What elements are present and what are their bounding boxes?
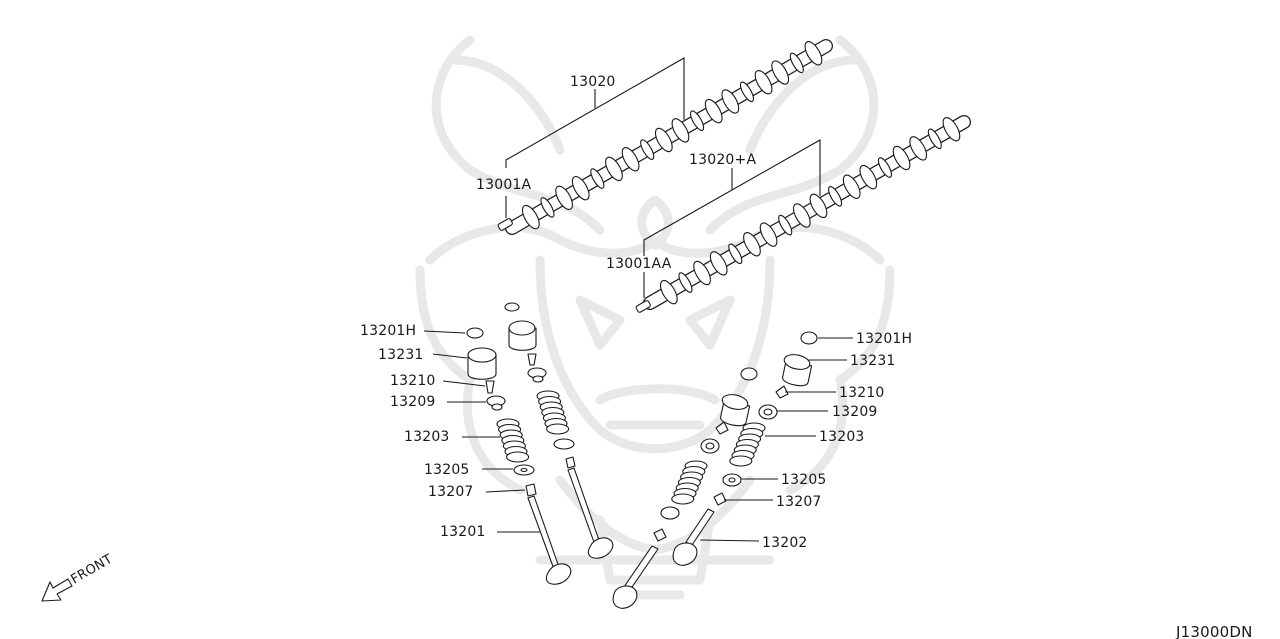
cam-lobe xyxy=(721,89,740,114)
spring-coil xyxy=(506,451,530,463)
front-label: FRONT xyxy=(69,552,116,588)
valve-train-right xyxy=(672,331,853,566)
cam-lobe xyxy=(605,156,623,182)
intake-valve-13201[interactable] xyxy=(527,495,572,585)
watermark-logo xyxy=(415,35,895,600)
cam-lobe xyxy=(909,136,928,161)
dowel-pin-13001AA[interactable] xyxy=(635,300,651,313)
cam-journal xyxy=(778,214,793,236)
valve-train-right-2 xyxy=(612,367,758,609)
label-shim-left: 13201H xyxy=(360,323,416,339)
cam-lobe xyxy=(792,203,811,228)
shim-13201H-right[interactable] xyxy=(800,331,818,345)
spring-13203-right[interactable] xyxy=(729,422,766,467)
diagram-code: J13000DN xyxy=(1175,623,1253,639)
seat-13205-right[interactable] xyxy=(722,473,742,487)
cam-lobe xyxy=(804,41,823,66)
front-indicator: FRONT xyxy=(41,552,116,602)
seal-13207-left[interactable] xyxy=(525,483,537,497)
label-dowel-2: 13001AA xyxy=(606,256,672,272)
cam-journal xyxy=(789,52,804,74)
cam-journal xyxy=(728,243,743,265)
valve-train-left xyxy=(423,327,572,585)
lifter-13231-right[interactable] xyxy=(782,352,813,387)
cam-lobe xyxy=(809,193,828,219)
cam-lobe xyxy=(571,175,590,201)
collet-13210-right[interactable] xyxy=(775,385,789,399)
label-spring-right: 13203 xyxy=(819,429,865,445)
lifter-13231-left[interactable] xyxy=(467,347,497,380)
cam-lobe xyxy=(942,117,961,142)
cam-lobe xyxy=(754,69,773,95)
cam-journal xyxy=(640,139,655,160)
label-valve-intake: 13201 xyxy=(440,524,486,540)
cam-lobe xyxy=(621,147,640,172)
spring-coil xyxy=(671,493,695,505)
retainer-13209-right[interactable] xyxy=(758,404,778,420)
cam-lobe xyxy=(555,185,573,211)
dowel-pin-13001A[interactable] xyxy=(497,218,513,231)
label-retainer-right: 13209 xyxy=(832,404,878,420)
cam-journal xyxy=(927,128,942,150)
cam-journal xyxy=(540,197,555,218)
cam-journal xyxy=(590,168,605,189)
seal-13207-right[interactable] xyxy=(713,492,727,506)
camshaft-leaders xyxy=(505,57,821,298)
cam-journal xyxy=(739,81,755,103)
cam-lobe xyxy=(671,118,690,143)
retainer-13209-left[interactable] xyxy=(486,395,506,411)
seat-13205-left[interactable] xyxy=(513,464,535,476)
label-seat-left: 13205 xyxy=(424,462,470,478)
cam-lobe xyxy=(709,251,728,276)
spring-coil xyxy=(546,423,570,435)
label-collet-left: 13210 xyxy=(390,373,436,389)
cam-lobe xyxy=(759,222,778,247)
cam-lobe xyxy=(892,145,911,171)
callout-labels: 13020 13001A 13020+A 13001AA 13201H 1323… xyxy=(360,74,912,551)
cam-lobe xyxy=(842,174,861,199)
label-spring-left: 13203 xyxy=(404,429,450,445)
cam-journal xyxy=(690,110,705,132)
camshaft-13020A[interactable] xyxy=(643,115,971,310)
camshaft-13020[interactable] xyxy=(505,39,833,235)
valve-train-left-2 xyxy=(504,302,614,559)
label-lifter-right: 13231 xyxy=(850,353,896,369)
cam-lobe xyxy=(859,164,878,190)
shim-13201H-left[interactable] xyxy=(466,327,484,339)
label-seal-left: 13207 xyxy=(428,484,474,500)
label-dowel-1: 13001A xyxy=(476,177,532,193)
arrow-down-left-icon xyxy=(41,578,73,602)
label-retainer-left: 13209 xyxy=(390,394,436,410)
exhaust-valve-13202[interactable] xyxy=(672,508,715,566)
label-collet-right: 13210 xyxy=(839,385,885,401)
cam-journal xyxy=(678,272,693,293)
label-shim-right: 13201H xyxy=(856,331,912,347)
cam-journal xyxy=(877,157,892,178)
cam-lobe xyxy=(659,279,678,305)
spring-coil xyxy=(729,455,753,467)
cam-lobe xyxy=(771,60,790,85)
cam-lobe xyxy=(704,98,723,124)
spring-13203-left[interactable] xyxy=(496,418,530,463)
label-seat-right: 13205 xyxy=(781,472,827,488)
label-seal-right: 13207 xyxy=(776,494,822,510)
label-camshaft-2: 13020+A xyxy=(689,152,756,168)
label-camshaft-1: 13020 xyxy=(570,74,616,90)
cam-journal xyxy=(828,186,843,207)
label-lifter-left: 13231 xyxy=(378,347,424,363)
label-valve-exhaust: 13202 xyxy=(762,535,808,551)
cam-lobe xyxy=(521,204,540,230)
cam-lobe xyxy=(654,127,673,153)
cam-lobe xyxy=(693,260,711,286)
cam-lobe xyxy=(743,232,761,257)
collet-13210-left[interactable] xyxy=(485,380,495,394)
